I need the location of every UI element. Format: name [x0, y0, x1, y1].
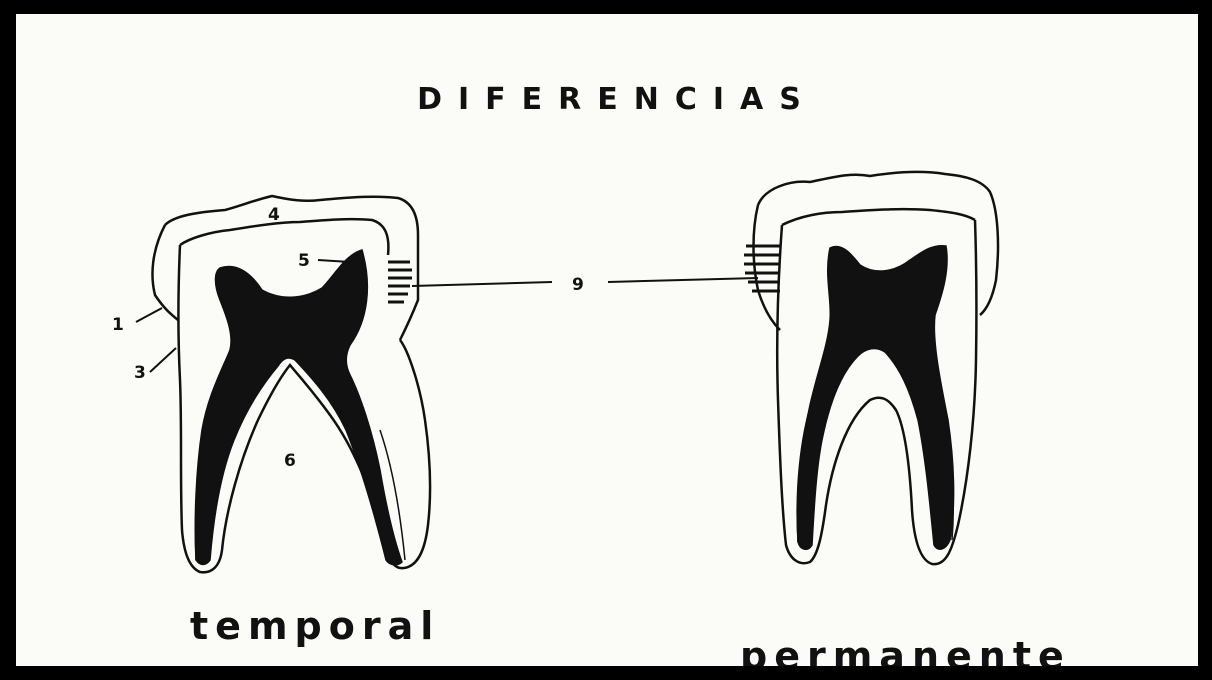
permanente-tooth [744, 172, 998, 564]
label-4: 4 [268, 205, 280, 225]
leader-9-right [608, 278, 758, 282]
label-3: 3 [134, 363, 146, 383]
leader-3 [150, 348, 176, 372]
leader-1 [136, 308, 162, 322]
temporal-hatch [388, 262, 412, 302]
label-1: 1 [112, 315, 124, 335]
label-6: 6 [284, 451, 296, 471]
permanente-dentin-line [782, 209, 975, 225]
connector-9 [412, 278, 758, 286]
caption-temporal: temporal [190, 604, 440, 648]
diagram-frame: DIFERENCIAS [16, 14, 1198, 666]
permanente-hatch [744, 246, 780, 291]
label-5: 5 [298, 251, 310, 271]
leader-9-left [412, 282, 552, 286]
caption-permanente: permanente [740, 634, 1071, 666]
temporal-tooth [136, 196, 430, 572]
label-9: 9 [572, 275, 584, 295]
teeth-diagram: 4 5 1 3 6 9 [16, 14, 1198, 666]
temporal-dentin-line [180, 219, 388, 255]
